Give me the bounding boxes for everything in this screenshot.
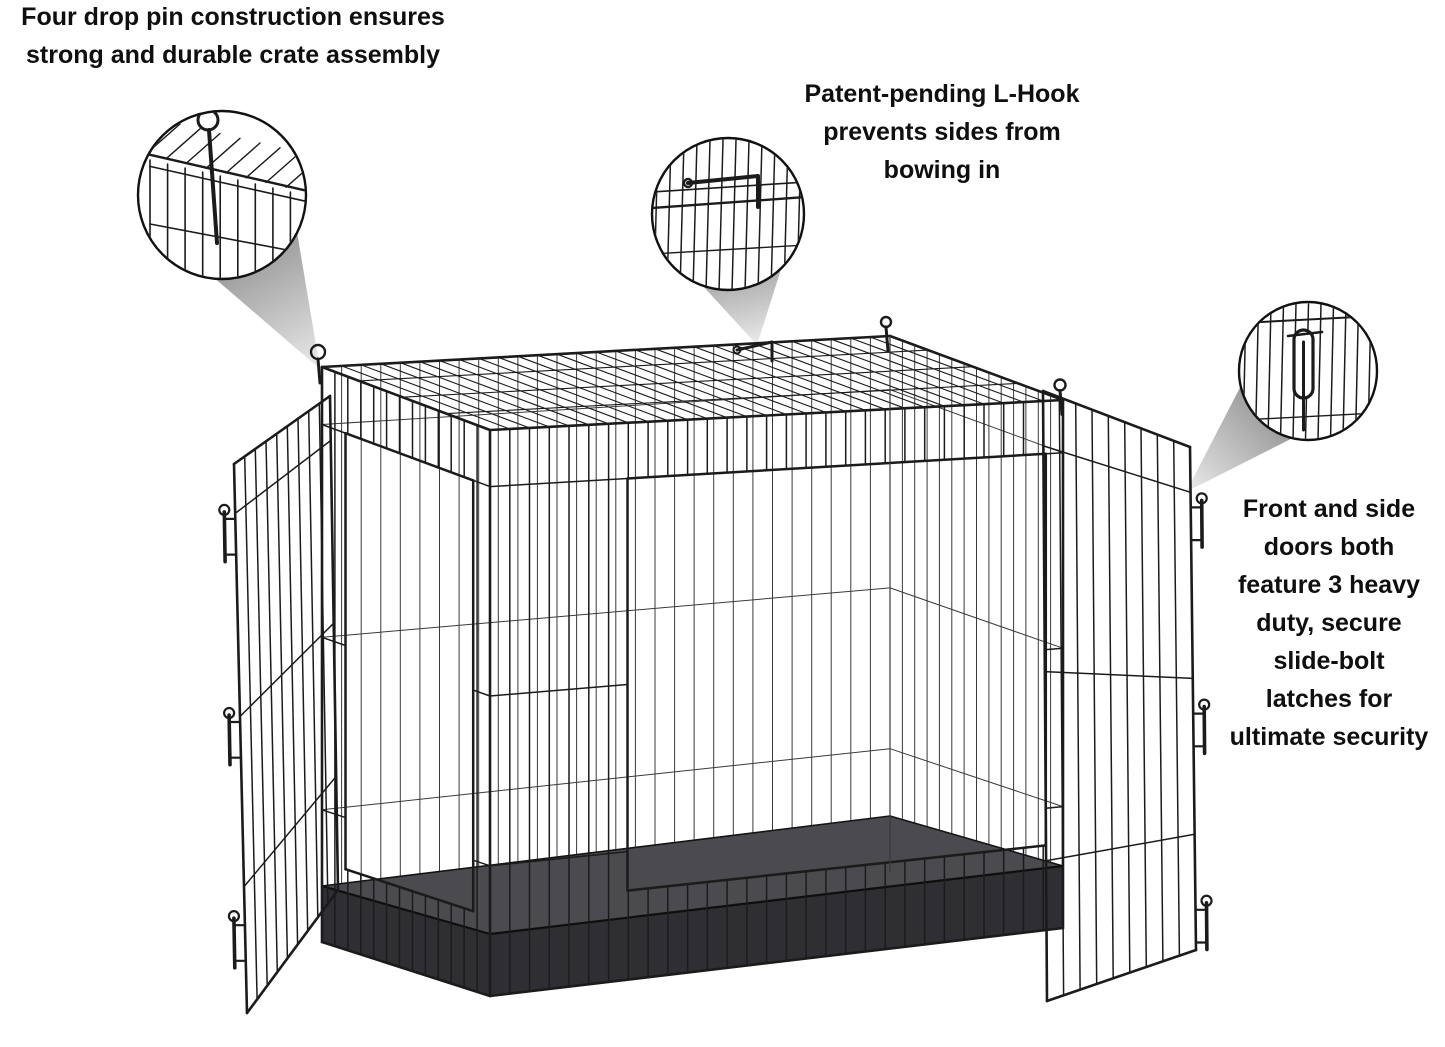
annotation-drop-pin: Four drop pin construction ensures stron… [21, 3, 445, 69]
wire-crate [218, 315, 1213, 1015]
annotation-l-hook: Patent-pending L-Hook prevents sides fro… [804, 80, 1080, 184]
annotation-latches: Front and side doors both feature 3 heav… [1229, 495, 1429, 751]
callout-latch-detail [1237, 300, 1379, 442]
top-panel [321, 335, 1064, 431]
l-hook-mark [732, 340, 774, 363]
front-door-open [1041, 389, 1213, 1003]
floor-pan [320, 815, 1065, 997]
side-door-open [218, 394, 340, 1015]
drop-pin-corners [309, 315, 1067, 416]
